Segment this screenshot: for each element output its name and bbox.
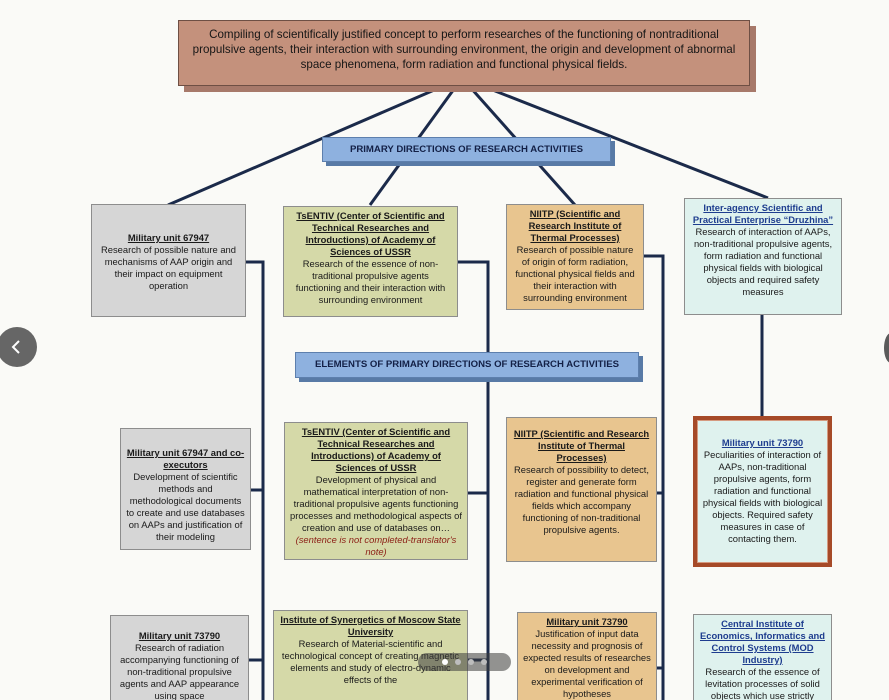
box-title: Military unit 67947: [127, 232, 210, 243]
box-body: Research of possible nature of origin of…: [515, 244, 635, 304]
unit-67947-box: Military unit 67947 Research of possible…: [91, 204, 246, 317]
unit-73790-justification-box: Military unit 73790 Justification of inp…: [517, 612, 657, 700]
box-title: Military unit 73790: [721, 437, 804, 448]
unit-67947-coexecutors-box: Military unit 67947 and co-executors Dev…: [120, 428, 251, 550]
carousel-dots: [418, 653, 511, 671]
box-title: TsENTIV (Center of Scientific and Techni…: [301, 426, 451, 474]
chevron-left-icon: [11, 340, 20, 354]
translator-note: (sentence is not completed-translator's …: [295, 534, 457, 558]
niitp-box: NIITP (Scientific and Research Institute…: [506, 204, 644, 310]
box-body: Research of the essence of levitation pr…: [705, 666, 820, 700]
box-title: NIITP (Scientific and Research Institute…: [513, 428, 650, 464]
next-slide-button[interactable]: [884, 333, 889, 363]
connector-line: [167, 76, 463, 207]
box-body: Research of radiation accompanying funct…: [119, 642, 240, 700]
connector-line: [245, 260, 265, 700]
carousel-dot[interactable]: [481, 659, 487, 665]
box-body: Justification of input data necessity an…: [523, 628, 651, 700]
box-title: Military unit 67947 and co-executors: [126, 447, 245, 471]
concept-header-box: Compiling of scientifically justified co…: [178, 20, 750, 86]
unit-73790-radiation-box: Military unit 73790 Research of radiatio…: [110, 615, 249, 700]
box-body: Research of interaction of AAPs, non-tra…: [693, 226, 833, 298]
box-title: Military unit 73790: [138, 630, 221, 641]
box-body: Research of possible nature and mechanis…: [101, 244, 236, 292]
box-title: Inter-agency Scientific and Practical En…: [692, 202, 834, 226]
tsentiv-box: TsENTIV (Center of Scientific and Techni…: [283, 206, 458, 317]
central-institute-box: Central Institute of Economics, Informat…: [693, 614, 832, 700]
previous-slide-button[interactable]: [0, 327, 37, 367]
connector-line: [643, 254, 665, 700]
box-body: Development of scientific methods and me…: [126, 471, 245, 543]
unit-73790-highlighted-box: Military unit 73790 Peculiarities of int…: [693, 416, 832, 567]
carousel-dot[interactable]: [455, 659, 461, 665]
tsentiv-elements-box: TsENTIV (Center of Scientific and Techni…: [284, 422, 468, 560]
box-title: NIITP (Scientific and Research Institute…: [528, 208, 622, 244]
carousel-dot[interactable]: [468, 659, 474, 665]
connector-line: [458, 260, 490, 700]
box-body: Research of Material-scientific and tech…: [281, 638, 460, 686]
connector-line: [461, 76, 769, 200]
primary-directions-banner: PRIMARY DIRECTIONS OF RESEARCH ACTIVITIE…: [322, 137, 611, 162]
box-title: TsENTIV (Center of Scientific and Techni…: [296, 210, 445, 258]
box-body: Research of the essence of non-tradition…: [295, 258, 446, 306]
box-title: Institute of Synergetics of Moscow State…: [280, 614, 461, 638]
box-body: Research of possibility to detect, regis…: [514, 464, 649, 536]
niitp-elements-box: NIITP (Scientific and Research Institute…: [506, 417, 657, 562]
elements-directions-banner: ELEMENTS OF PRIMARY DIRECTIONS OF RESEAR…: [295, 352, 639, 378]
box-title: Military unit 73790: [546, 616, 628, 627]
druzhina-box: Inter-agency Scientific and Practical En…: [684, 198, 842, 315]
box-title: Central Institute of Economics, Informat…: [699, 618, 826, 666]
box-body: Peculiarities of interaction of AAPs, no…: [702, 449, 823, 545]
box-body: Development of physical and mathematical…: [290, 474, 462, 534]
carousel-dot[interactable]: [442, 659, 448, 665]
